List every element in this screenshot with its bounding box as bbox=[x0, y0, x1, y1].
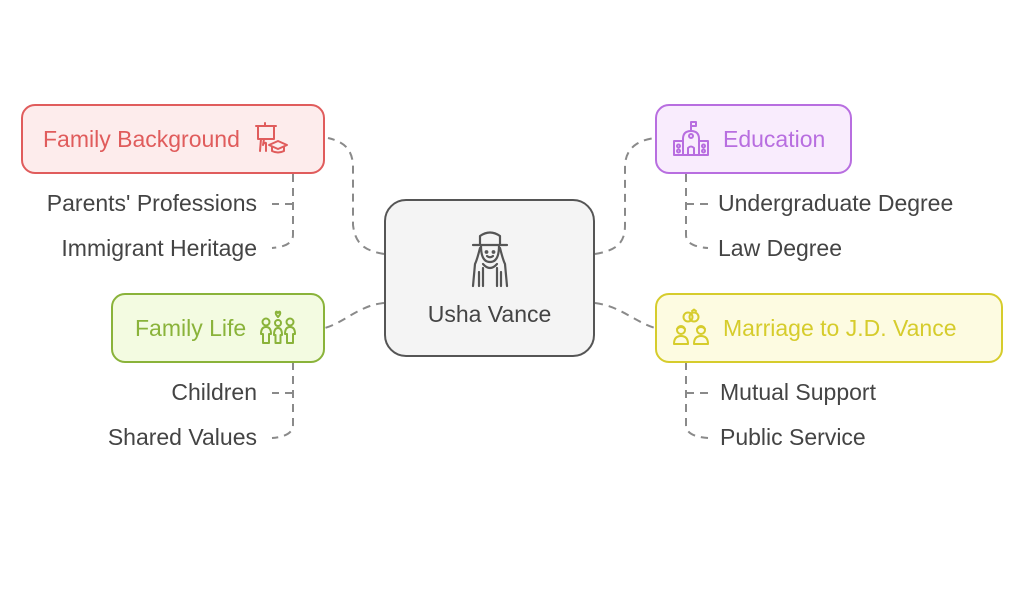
presentation-graduation-icon bbox=[252, 119, 292, 159]
leaf-immigrant-heritage: Immigrant Heritage bbox=[61, 235, 257, 261]
leaf-shared-values: Shared Values bbox=[107, 424, 257, 450]
leaf-parents-professions: Parents' Professions bbox=[46, 190, 257, 216]
leaf-undergraduate-degree: Undergraduate Degree bbox=[718, 190, 954, 216]
central-node[interactable]: Usha Vance bbox=[384, 199, 595, 357]
couple-rings-icon bbox=[671, 308, 711, 348]
school-building-icon bbox=[671, 119, 711, 159]
node-family-life[interactable]: Family Life bbox=[111, 293, 325, 363]
woman-hat-icon bbox=[468, 228, 512, 295]
leaf-mutual-support: Mutual Support bbox=[720, 379, 876, 405]
family-background-label: Family Background bbox=[43, 125, 240, 152]
central-label: Usha Vance bbox=[427, 301, 552, 327]
node-marriage[interactable]: Marriage to J.D. Vance bbox=[655, 293, 1003, 363]
node-education[interactable]: Education bbox=[655, 104, 852, 174]
leaf-public-service: Public Service bbox=[720, 424, 866, 450]
family-heart-icon bbox=[258, 308, 298, 348]
node-family-background[interactable]: Family Background bbox=[21, 104, 325, 174]
leaf-children: Children bbox=[171, 379, 257, 405]
family-life-label: Family Life bbox=[135, 314, 247, 341]
leaf-law-degree: Law Degree bbox=[718, 235, 843, 261]
marriage-label: Marriage to J.D. Vance bbox=[723, 314, 957, 341]
education-label: Education bbox=[723, 125, 826, 152]
